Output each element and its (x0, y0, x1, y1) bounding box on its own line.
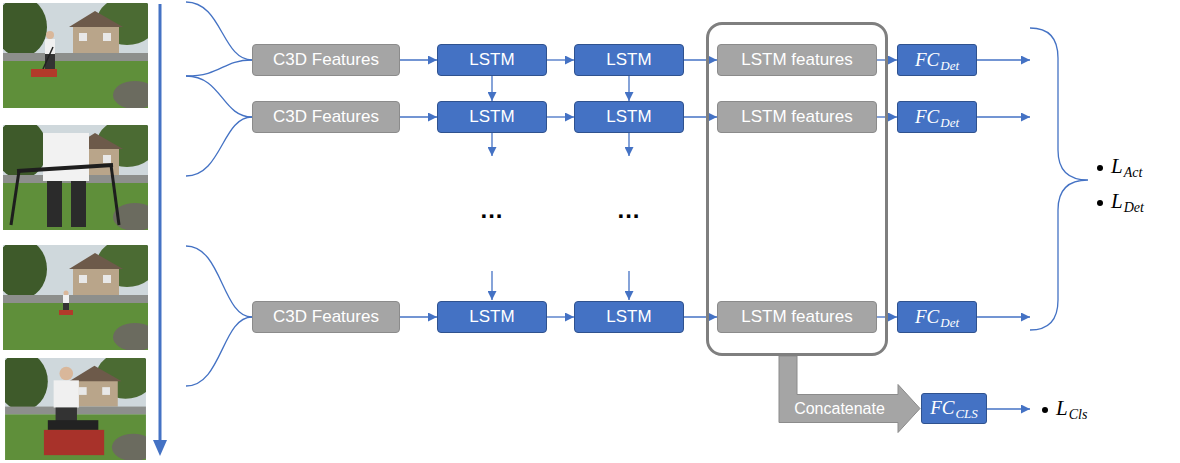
connector (628, 76, 629, 101)
connector (684, 116, 717, 117)
loss-symbol: L (1111, 189, 1123, 213)
box-label: LSTM features (741, 107, 853, 126)
box-label: LSTM (606, 307, 651, 326)
subscript: Act (1124, 165, 1143, 180)
lstm-cell: LSTM (574, 301, 684, 333)
box-text: FCCLS (930, 398, 978, 419)
lstm-cell: LSTM (437, 101, 547, 133)
subscript: Det (1124, 200, 1144, 215)
box-label: LSTM (606, 107, 651, 126)
box-label: FC (915, 49, 939, 70)
box-label: C3D Features (273, 50, 379, 69)
subscript: Det (940, 115, 959, 130)
connector (400, 316, 437, 317)
box-text: LSTM (606, 308, 651, 327)
box-text: LSTM features (741, 108, 853, 127)
box-label: FC (915, 106, 939, 127)
video-frame (0, 0, 157, 109)
loss-term: LAct (1111, 154, 1142, 179)
connector (400, 59, 437, 60)
box-label: FC (930, 397, 954, 418)
box-text: FCDet (915, 307, 959, 328)
lstm-cell: LSTM (437, 301, 547, 333)
connector (547, 116, 574, 117)
fc-layer: FCDet (897, 44, 977, 76)
subscript: Det (940, 315, 959, 330)
box-text: LSTM (606, 51, 651, 70)
connector (684, 59, 717, 60)
box-text: LSTM (606, 108, 651, 127)
subscript: Det (940, 58, 959, 73)
box-label: LSTM (469, 107, 514, 126)
box-label: LSTM features (741, 50, 853, 69)
connector (684, 316, 717, 317)
subscript: Cls (1069, 407, 1088, 422)
box-text: C3D Features (273, 51, 379, 70)
loss-term: LDet (1111, 189, 1144, 214)
box-label: C3D Features (273, 107, 379, 126)
video-frame (0, 119, 157, 231)
video-frame (0, 239, 157, 351)
fc-layer: FCDet (897, 101, 977, 133)
ellipsis-text: ... (480, 196, 503, 223)
feature-group: LSTM featuresLSTM featuresLSTM features (706, 22, 888, 356)
lstm-cell: LSTM (437, 44, 547, 76)
feature-box: C3D Features (252, 101, 400, 133)
box-label: LSTM (469, 50, 514, 69)
connector (491, 76, 492, 101)
fc-layer: FCCLS (921, 393, 987, 424)
dangling-arrow (492, 60, 1030, 409)
ellipsis: ... (617, 196, 640, 224)
connector (400, 116, 437, 117)
loss-symbol: L (1111, 154, 1123, 178)
feature-box: C3D Features (252, 301, 400, 333)
box-text: FCDet (915, 50, 959, 71)
feature-box: C3D Features (252, 44, 400, 76)
input-brace (186, 2, 252, 386)
box-text: C3D Features (273, 308, 379, 327)
box-text: FCDet (915, 107, 959, 128)
box-text: C3D Features (273, 108, 379, 127)
feature-box: LSTM features (717, 101, 877, 133)
feature-box: LSTM features (717, 44, 877, 76)
bullet (1042, 165, 1103, 413)
connector (547, 59, 574, 60)
lstm-cell: LSTM (574, 44, 684, 76)
box-text: LSTM (469, 51, 514, 70)
box-text: LSTM features (741, 51, 853, 70)
concatenate-arrow (779, 356, 920, 433)
time-arrow (153, 4, 167, 456)
box-text: LSTM (469, 308, 514, 327)
subscript: CLS (955, 406, 977, 421)
fc-layer: FCDet (897, 301, 977, 333)
feature-box: LSTM features (717, 301, 877, 333)
video-frame (0, 352, 155, 461)
ellipsis-text: ... (617, 196, 640, 223)
box-label: LSTM features (741, 307, 853, 326)
box-label: LSTM (606, 50, 651, 69)
output-brace (1030, 28, 1088, 330)
loss-term: LCls (1056, 396, 1087, 421)
box-text: LSTM features (741, 308, 853, 327)
box-label: C3D Features (273, 307, 379, 326)
ellipsis: ... (480, 196, 503, 224)
box-text: LSTM (469, 108, 514, 127)
box-label: LSTM (469, 307, 514, 326)
box-label: FC (915, 306, 939, 327)
lstm-cell: LSTM (574, 101, 684, 133)
edge-label: Concatenate (794, 401, 885, 417)
connector (547, 316, 574, 317)
loss-symbol: L (1056, 396, 1068, 420)
